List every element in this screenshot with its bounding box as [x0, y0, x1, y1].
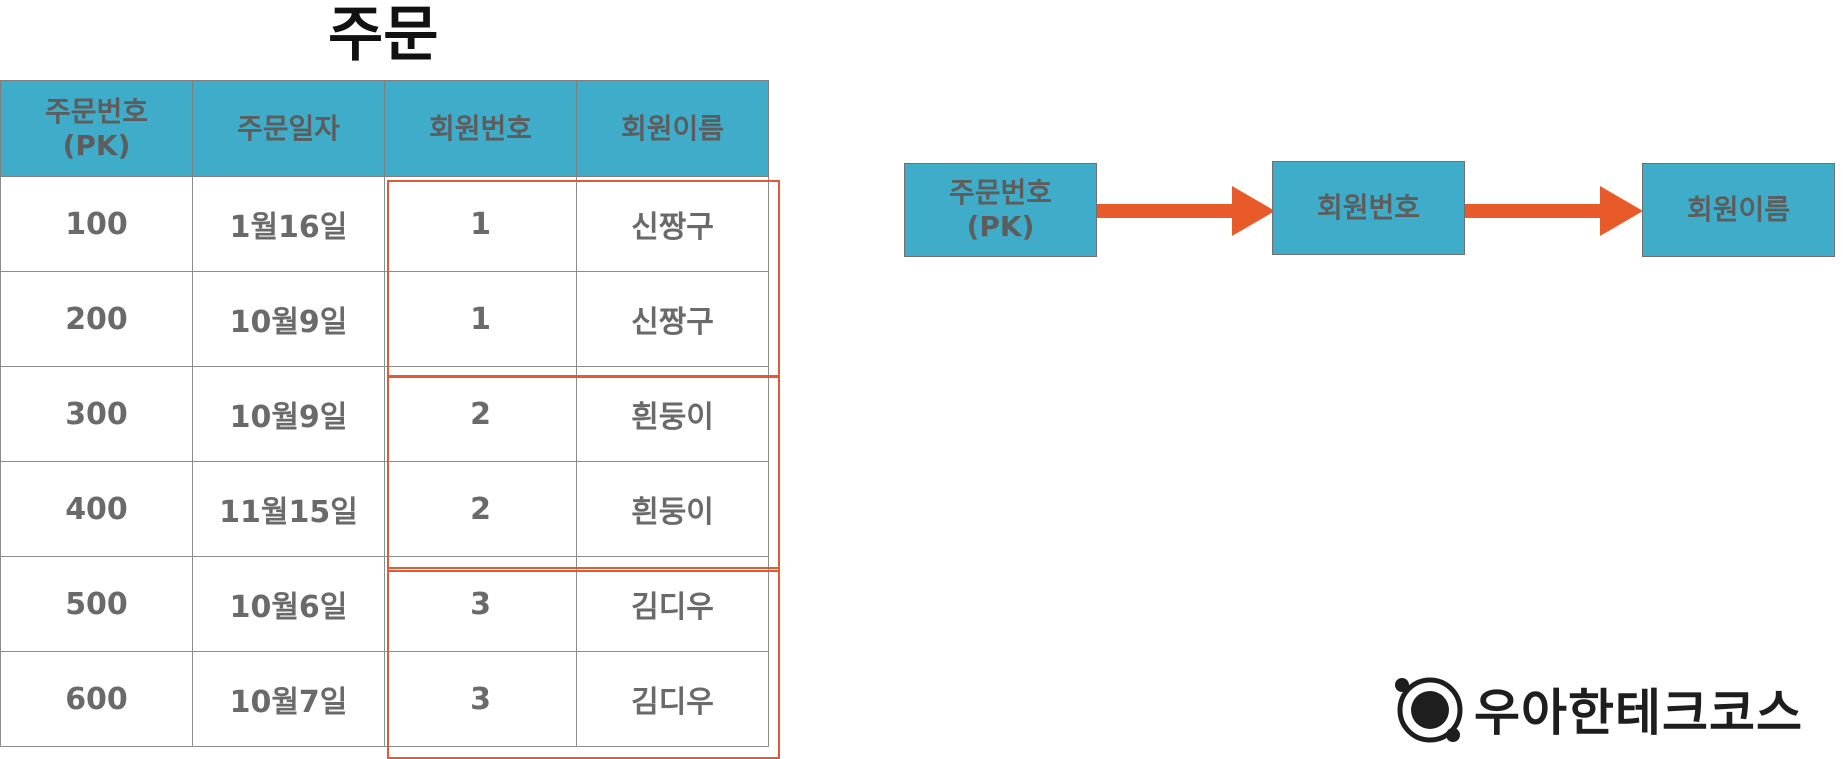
header-order-date: 주문일자: [192, 80, 385, 177]
orders-table: 주문번호 (PK) 주문일자 회원번호 회원이름 100 1월16일 1 신짱구…: [0, 80, 769, 747]
cell-order-date: 10월7일: [192, 651, 385, 747]
diagram-node-label: 회원이름: [1686, 193, 1791, 226]
cell-order-date: 10월6일: [192, 556, 385, 652]
cell-member-number: 2: [384, 366, 577, 462]
cell-member-name: 신짱구: [576, 176, 769, 272]
table-row: 500 10월6일 3 김디우: [0, 556, 769, 652]
cell-member-name: 김디우: [576, 651, 769, 747]
cell-member-name: 흰둥이: [576, 366, 769, 462]
cell-order-number: 500: [0, 556, 193, 652]
table-header-row: 주문번호 (PK) 주문일자 회원번호 회원이름: [0, 80, 769, 177]
cell-order-number: 400: [0, 461, 193, 557]
table-row: 200 10월9일 1 신짱구: [0, 271, 769, 367]
header-member-number: 회원번호: [384, 80, 577, 177]
cell-order-number: 300: [0, 366, 193, 462]
dependency-arrow: [1097, 186, 1275, 236]
header-order-number: 주문번호 (PK): [0, 80, 193, 177]
cell-member-number: 1: [384, 176, 577, 272]
cell-member-name: 신짱구: [576, 271, 769, 367]
cell-order-number: 200: [0, 271, 193, 367]
cell-order-number: 600: [0, 651, 193, 747]
diagram-node-member-name: 회원이름: [1642, 163, 1835, 257]
diagram-node-pk-marker: (PK): [966, 210, 1035, 243]
cell-member-name: 김디우: [576, 556, 769, 652]
cell-order-date: 11월15일: [192, 461, 385, 557]
diagram-node-label: 회원번호: [1316, 191, 1421, 224]
diagram-node-member-number: 회원번호: [1272, 161, 1465, 255]
logo-text: 우아한테크코스: [1474, 684, 1803, 742]
diagram-node-order-number: 주문번호 (PK): [904, 163, 1097, 257]
woowa-logo-icon: [1395, 677, 1463, 743]
page-title: 주문: [328, 0, 439, 70]
cell-member-number: 2: [384, 461, 577, 557]
cell-order-date: 1월16일: [192, 176, 385, 272]
cell-member-number: 1: [384, 271, 577, 367]
table-row: 100 1월16일 1 신짱구: [0, 176, 769, 272]
cell-member-number: 3: [384, 556, 577, 652]
header-member-name: 회원이름: [576, 80, 769, 177]
header-order-number-label: 주문번호: [44, 94, 149, 128]
table-row: 600 10월7일 3 김디우: [0, 651, 769, 747]
cell-order-number: 100: [0, 176, 193, 272]
table-row: 400 11월15일 2 흰둥이: [0, 461, 769, 557]
woowa-techcourse-logo: 우아한테크코스: [1390, 672, 1803, 746]
cell-order-date: 10월9일: [192, 366, 385, 462]
dependency-arrow: [1465, 186, 1643, 236]
diagram-node-label: 주문번호: [948, 176, 1053, 209]
cell-member-name: 흰둥이: [576, 461, 769, 557]
cell-member-number: 3: [384, 651, 577, 747]
table-row: 300 10월9일 2 흰둥이: [0, 366, 769, 462]
header-pk-marker: (PK): [62, 128, 131, 162]
cell-order-date: 10월9일: [192, 271, 385, 367]
